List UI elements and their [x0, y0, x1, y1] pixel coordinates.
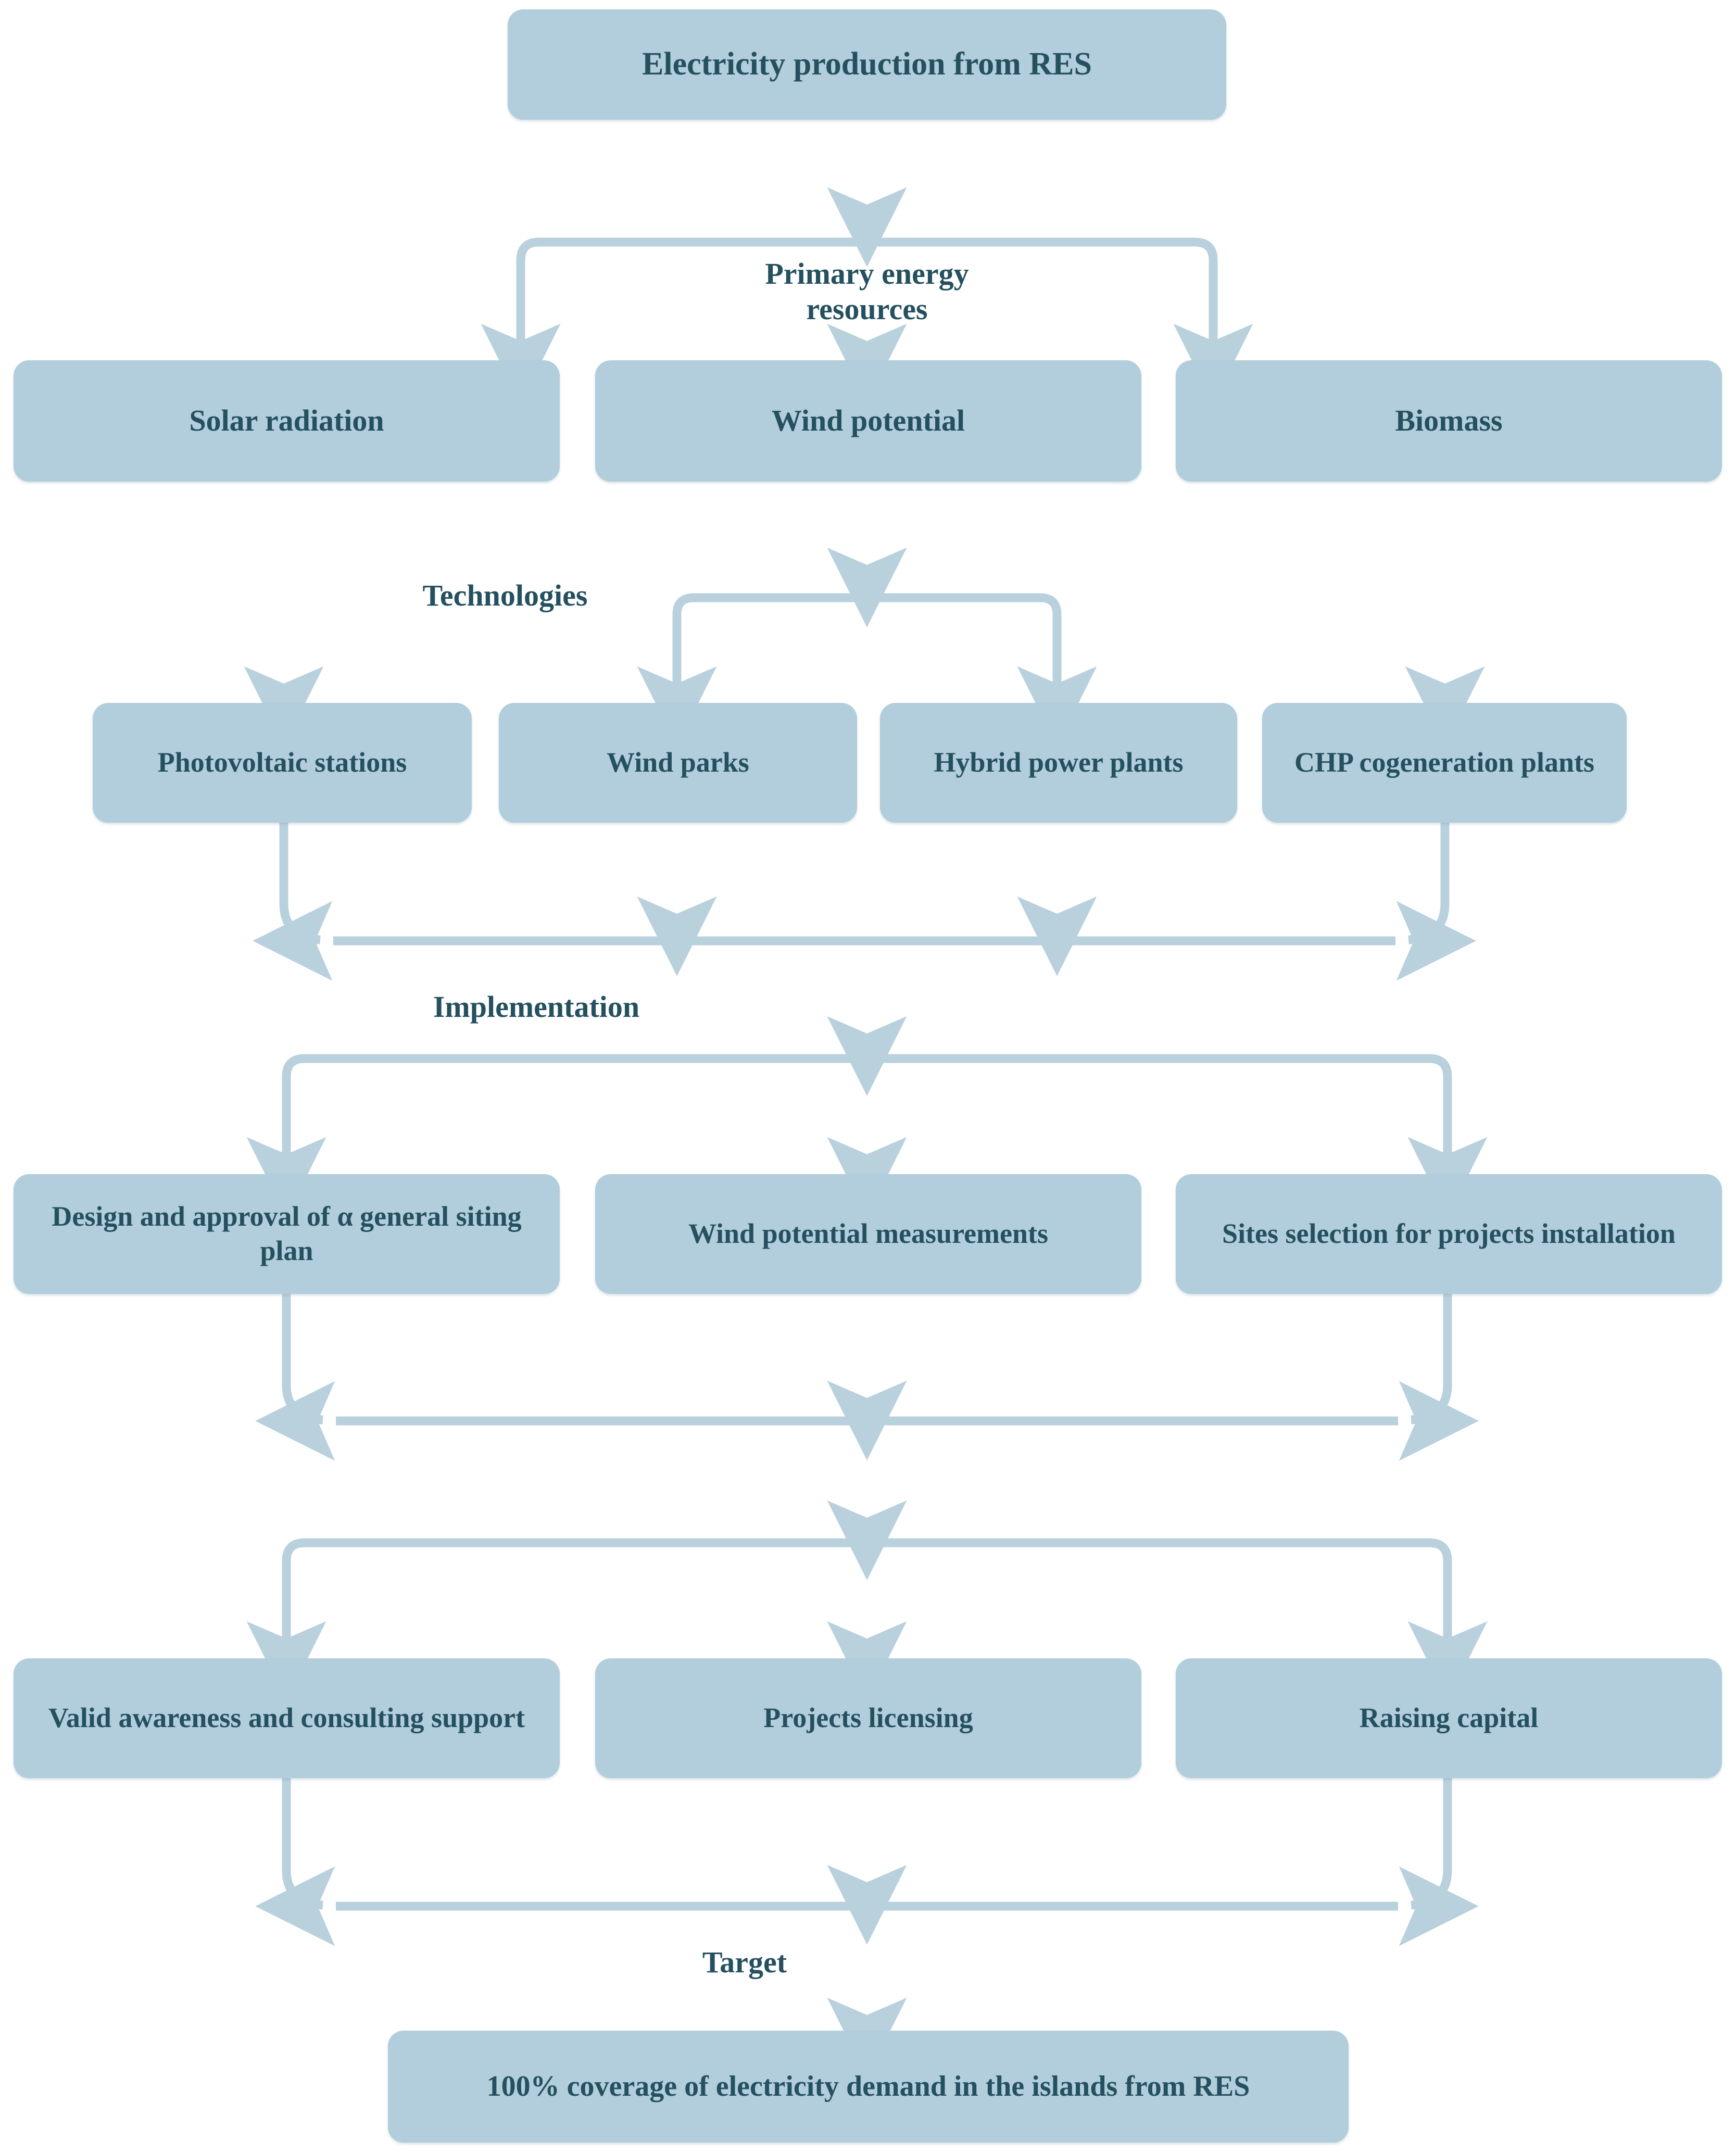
stage-label-target: Target	[702, 1945, 787, 1979]
stage-label-primary-energy: Primary energy resources	[765, 257, 969, 326]
node-wind-parks[interactable]: Wind parks	[499, 703, 857, 823]
merge-technologies	[253, 823, 1476, 1096]
node-sites-selection[interactable]: Sites selection for projects installatio…	[1176, 1174, 1722, 1294]
node-raising-capital[interactable]: Raising capital	[1176, 1658, 1722, 1778]
node-electricity-production[interactable]: Electricity production from RES	[508, 9, 1226, 120]
node-hybrid-power-plants[interactable]: Hybrid power plants	[880, 703, 1237, 823]
node-chp-cogeneration-plants[interactable]: CHP cogeneration plants	[1262, 703, 1627, 823]
node-design-and-approval[interactable]: Design and approval of α general siting …	[14, 1174, 560, 1294]
node-wind-potential[interactable]: Wind potential	[595, 360, 1141, 482]
merge-support	[255, 1778, 1479, 2078]
node-projects-licensing[interactable]: Projects licensing	[595, 1658, 1141, 1778]
node-valid-awareness-support[interactable]: Valid awareness and consulting support	[14, 1658, 560, 1778]
node-solar-radiation[interactable]: Solar radiation	[14, 360, 560, 482]
stage-label-technologies: Technologies	[422, 578, 588, 612]
node-wind-potential-measurements[interactable]: Wind potential measurements	[595, 1174, 1141, 1294]
split-technologies	[672, 593, 1062, 686]
stage-label-implementation: Implementation	[433, 990, 640, 1024]
merge-implementation	[255, 1294, 1479, 1580]
node-target-coverage[interactable]: 100% coverage of electricity demand in t…	[388, 2031, 1349, 2143]
node-photovoltaic-stations[interactable]: Photovoltaic stations	[93, 703, 472, 823]
node-biomass[interactable]: Biomass	[1176, 360, 1722, 482]
